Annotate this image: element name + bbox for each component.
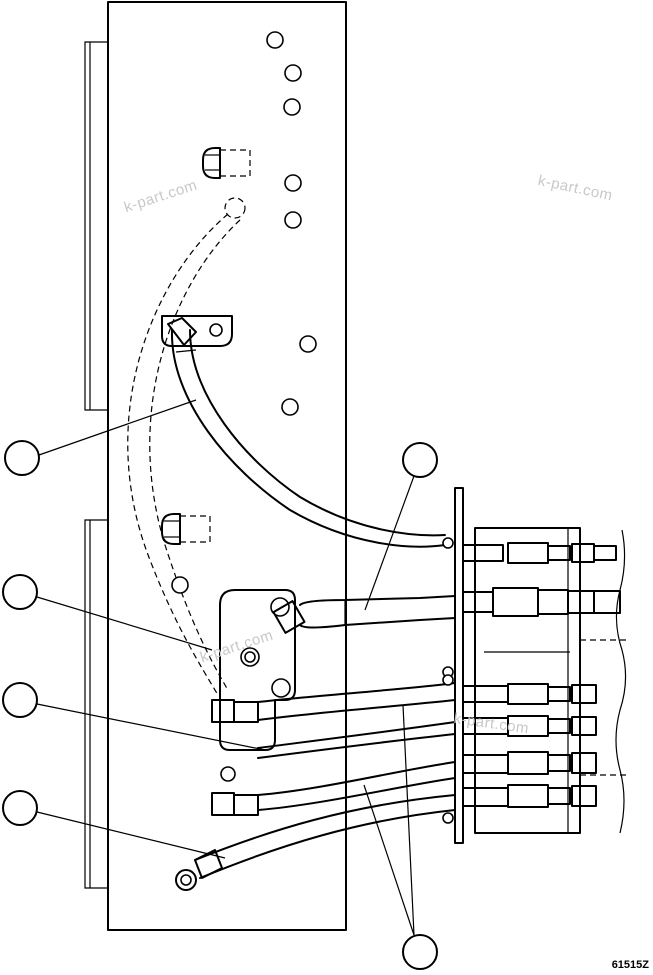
- control-valve-block: [442, 487, 630, 844]
- callout-2: [402, 442, 438, 478]
- callout-4: [2, 682, 38, 718]
- hose-lower-set: [175, 682, 456, 891]
- valve-ports: [462, 542, 621, 808]
- hose-upper-long: [167, 317, 446, 548]
- manifold-block: [171, 576, 296, 782]
- figure-code: 61515Z: [611, 959, 649, 971]
- mounting-holes: [266, 31, 317, 416]
- callout-bubbles: [2, 399, 438, 970]
- hose-pressure: [272, 595, 456, 634]
- callout-6: [402, 934, 438, 970]
- hose-bracket: [161, 315, 233, 347]
- hose-alternate-position: [127, 197, 246, 696]
- mounting-plate: [84, 1, 347, 931]
- bulkhead-fitting-upper: [202, 147, 251, 179]
- bulkhead-fitting-lower: [161, 513, 211, 545]
- callout-1: [4, 440, 40, 476]
- callout-5: [2, 790, 38, 826]
- callout-3: [2, 574, 38, 610]
